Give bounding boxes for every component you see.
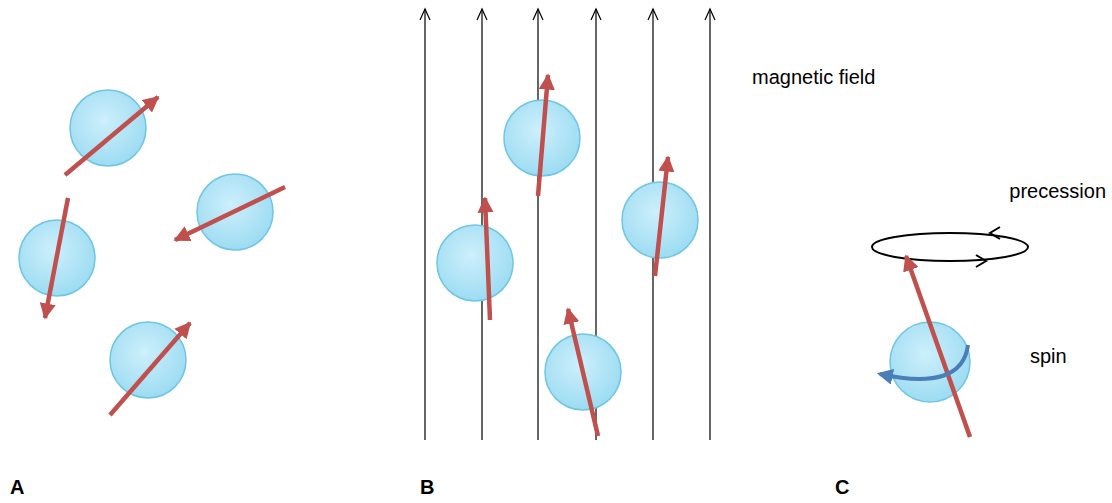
spin-arrow bbox=[655, 157, 668, 276]
panel-letter: C bbox=[835, 476, 849, 499]
orbit-arrow bbox=[976, 255, 986, 267]
spin-arrow bbox=[45, 198, 68, 318]
spin-arrow bbox=[568, 309, 598, 436]
spin-arrow bbox=[538, 75, 548, 196]
panel-a bbox=[19, 90, 285, 415]
panel-letter: B bbox=[420, 476, 434, 499]
spin-arrow bbox=[110, 323, 190, 415]
precession-orbit bbox=[872, 233, 1028, 261]
field-lines bbox=[420, 9, 715, 440]
particle bbox=[70, 90, 146, 166]
precession-label: precession bbox=[1009, 180, 1106, 203]
field-label-text: magnetic field bbox=[752, 66, 875, 88]
panel-letter-text: C bbox=[835, 476, 849, 498]
spin-label-text: spin bbox=[1030, 345, 1067, 367]
spin-rotation-arrow bbox=[880, 345, 968, 379]
particle bbox=[890, 322, 970, 402]
panel-b bbox=[437, 75, 698, 436]
spin-arrow bbox=[65, 97, 158, 175]
particle bbox=[110, 322, 186, 398]
panel-c bbox=[872, 227, 1028, 437]
panel-letter-text: A bbox=[10, 476, 24, 498]
spin-arrow bbox=[175, 187, 285, 240]
panel-letter: A bbox=[10, 476, 24, 499]
spin-label: spin bbox=[1030, 345, 1067, 368]
spin-arrow bbox=[485, 198, 490, 320]
precession-label-text: precession bbox=[1009, 180, 1106, 202]
field-label: magnetic field bbox=[752, 66, 875, 89]
orbit-arrow bbox=[990, 227, 1000, 239]
spin-axis-arrow bbox=[906, 256, 970, 437]
panel-letter-text: B bbox=[420, 476, 434, 498]
particle bbox=[437, 225, 513, 301]
